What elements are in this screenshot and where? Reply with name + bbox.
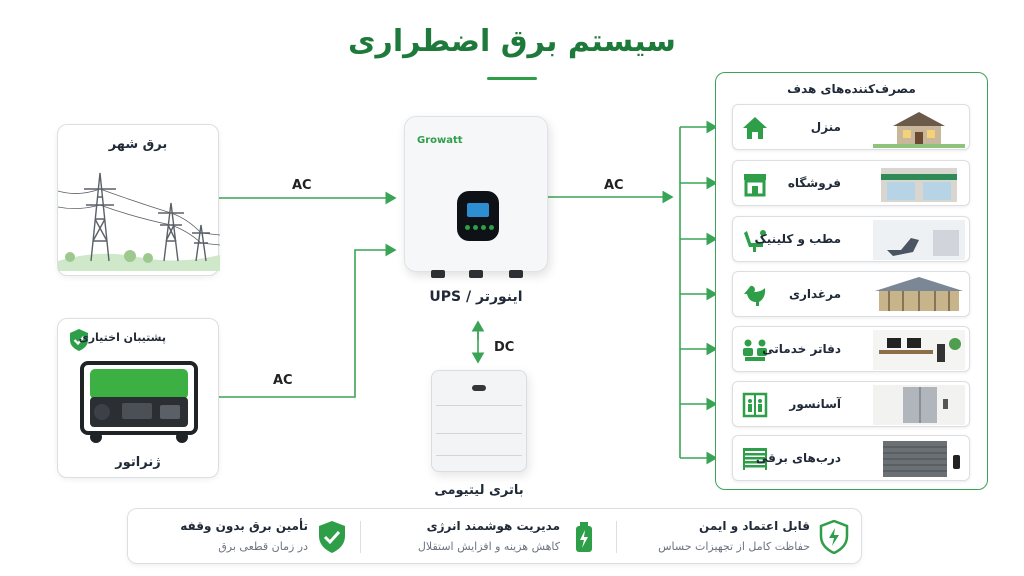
feature-subtitle: حفاظت کامل از تجهیزات حساس [658,540,810,553]
consumer-row-elevator: آسانسور [732,381,970,427]
features-bar: قابل اعتماد و ایمن حفاظت کامل از تجهیزات… [127,508,862,564]
feature-title: تأمین برق بدون وقفه [180,519,308,533]
generator-label: ژنراتور [115,455,161,470]
feature-title: قابل اعتماد و ایمن [699,519,810,533]
consumer-label: مطب و کلینیک [754,232,842,246]
optional-backup-badge: پشتیبان اختیاری [78,331,166,344]
feature-title: مدیریت هوشمند انرژی [426,519,560,533]
power-tower-icon [58,172,220,271]
inverter-brand: Growatt [417,135,463,146]
feature-uninterrupted: تأمین برق بدون وقفه در زمان قطعی برق [128,509,356,565]
battery-device [431,370,527,472]
feature-smart-energy: مدیریت هوشمند انرژی کاهش هزینه و افزایش … [368,509,608,565]
output-flow-label: AC [604,178,624,193]
battery-bolt-icon [576,522,592,552]
consumer-row-electric-doors: درب‌های برقی [732,435,970,481]
city-power-card: برق شهر [57,124,220,276]
title-underline [487,77,537,80]
poultry-barn-image [875,277,963,311]
battery-label: باتری لیتیومی [434,483,524,498]
shutter-icon [743,448,767,470]
elevator-icon [742,392,768,418]
feature-reliable: قابل اعتماد و ایمن حفاظت کامل از تجهیزات… [618,509,858,565]
consumer-label: مرغداری [788,287,841,301]
generator-to-inverter-line [219,243,397,398]
elevator-image [873,385,965,425]
shield-check-icon [70,329,88,351]
dental-chair-icon [744,230,766,252]
consumer-label: درب‌های برقی [755,451,841,465]
consumer-row-offices: دفاتر خدماتی [732,326,970,372]
consumer-row-home: منزل [732,104,970,150]
consumer-row-shop: فروشگاه [732,160,970,206]
city-flow-label: AC [292,178,312,193]
consumer-label: منزل [810,120,841,134]
consumer-label: دفاتر خدماتی [762,342,841,356]
page-title: سیستم برق اضطراری [348,24,676,59]
office-image [873,330,965,370]
rooster-icon [744,285,766,306]
battery-flow-label: DC [494,340,515,355]
shutter-door-image [883,441,960,477]
feature-subtitle: کاهش هزینه و افزایش استقلال [417,540,560,553]
inverter-label: اینورتر / UPS [429,289,523,305]
house-image [873,112,965,148]
shop-icon [744,174,766,197]
consumer-row-clinic: مطب و کلینیک [732,216,970,262]
house-icon [743,117,767,139]
clinic-image [873,220,965,260]
city-power-label: برق شهر [108,137,168,152]
consumers-title: مصرف‌کننده‌های هدف [787,82,916,96]
consumer-row-poultry: مرغداری [732,271,970,317]
generator-card: پشتیبان اختیاری ژنراتور [57,318,219,478]
consumer-label: فروشگاه [787,176,841,190]
shield-bolt-icon [819,520,849,554]
generator-flow-label: AC [273,373,293,388]
inverter-display [457,191,499,241]
inverter-device: Growatt [404,116,548,278]
feature-subtitle: در زمان قطعی برق [218,540,308,553]
shield-check-icon [319,521,345,553]
consumer-label: آسانسور [789,397,841,411]
generator-icon [80,361,198,443]
office-people-icon [743,339,767,361]
shop-image [881,168,957,202]
